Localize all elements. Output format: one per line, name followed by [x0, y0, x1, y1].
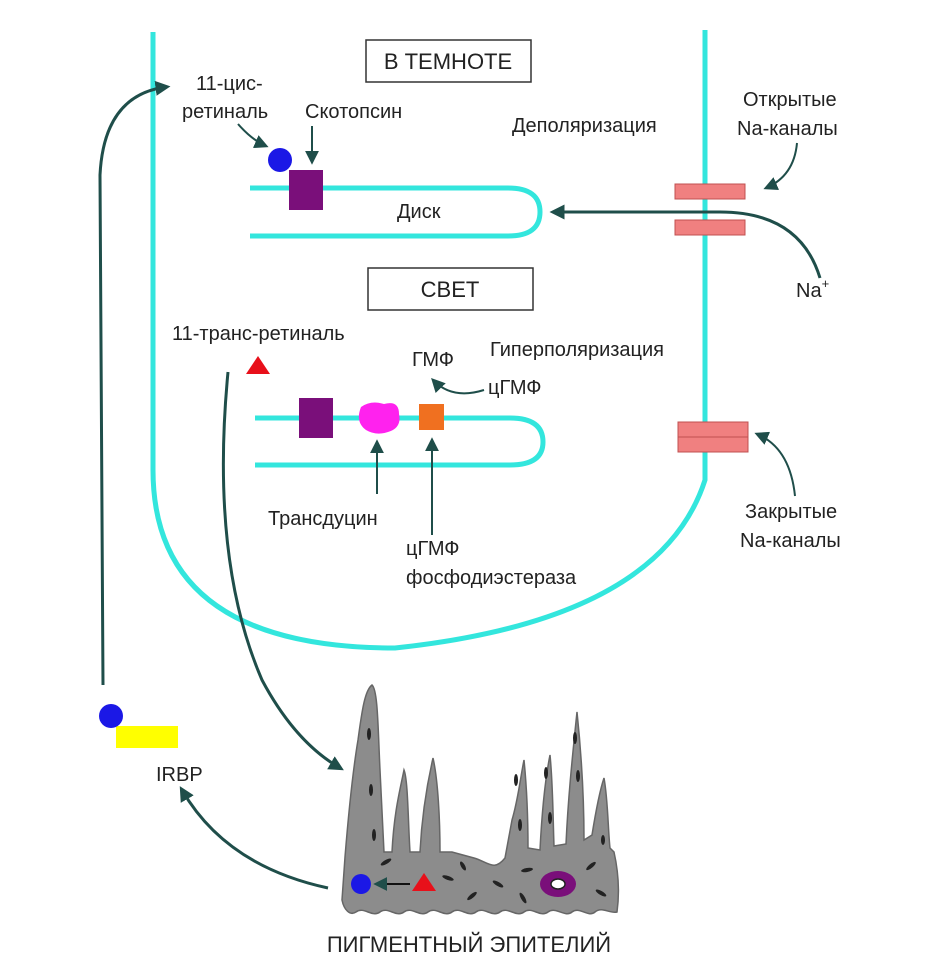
- arrow-trans-to-epithelium: [221, 371, 344, 771]
- light-box-label: СВЕТ: [421, 277, 480, 302]
- gmp-label: ГМФ: [412, 349, 454, 371]
- trans-retinal-label: 11-транс-ретиналь: [172, 323, 345, 345]
- hyperpolarization-label: Гиперполяризация: [490, 339, 664, 361]
- transducin-icon: [358, 402, 400, 434]
- arrow-cgmp-to-gmp: [431, 377, 485, 395]
- transducin-label: Трансдуцин: [268, 508, 378, 530]
- sodium-label: Na+: [796, 276, 829, 302]
- epithelium-cis-retinal-icon: [351, 874, 371, 894]
- pigment-epithelium: [341, 684, 620, 915]
- trans-retinal-icon: [246, 356, 270, 374]
- disk-light: [255, 415, 546, 468]
- pde-label-2: фосфодиэстераза: [406, 567, 577, 589]
- closed-channels-label-2: Na-каналы: [740, 530, 841, 552]
- open-channels-label-1: Открытые: [743, 89, 837, 111]
- epithelium-nucleolus: [550, 878, 566, 890]
- opsin-light-icon: [299, 398, 333, 438]
- arrow-closed-channels: [754, 431, 796, 497]
- disk-dark: [250, 185, 543, 239]
- cgmp-label: цГМФ: [488, 377, 541, 399]
- pigment-epithelium-label: ПИГМЕНТНЫЙ ЭПИТЕЛИЙ: [327, 932, 611, 957]
- epithelium-trans-retinal-icon: [412, 873, 436, 891]
- pde-icon: [419, 404, 444, 430]
- irbp-retinal-icon: [99, 704, 123, 728]
- scotopsin-label: Скотопсин: [305, 101, 402, 123]
- disk-label: Диск: [397, 201, 441, 223]
- open-channel-top: [674, 183, 746, 200]
- open-channels-label-2: Na-каналы: [737, 118, 838, 140]
- depolarization-label: Деполяризация: [512, 115, 657, 137]
- arrow-na-influx: [549, 204, 822, 279]
- open-channel-bottom: [674, 219, 746, 236]
- dark-box-label: В ТЕМНОТЕ: [384, 49, 512, 74]
- irbp-label: IRBP: [156, 764, 203, 786]
- closed-channels-label-1: Закрытые: [745, 501, 837, 523]
- pde-label-1: цГМФ: [406, 538, 459, 560]
- light-box: [367, 267, 534, 311]
- cis-retinal-icon: [268, 148, 292, 172]
- arrow-irbp-to-retina: [98, 80, 171, 686]
- arrow-epithelium-to-irbp: [179, 786, 329, 890]
- arrow-cis-to-retinal: [237, 123, 269, 149]
- cell-membrane: [150, 30, 708, 651]
- irbp-icon: [116, 726, 178, 748]
- scotopsin-icon: [289, 170, 323, 210]
- cis-retinal-label-1: 11-цис-: [196, 73, 263, 95]
- arrow-open-channels: [763, 142, 798, 191]
- epithelium-organelles: [367, 728, 607, 904]
- dark-box: [365, 39, 532, 83]
- cis-retinal-label-2: ретиналь: [182, 101, 268, 123]
